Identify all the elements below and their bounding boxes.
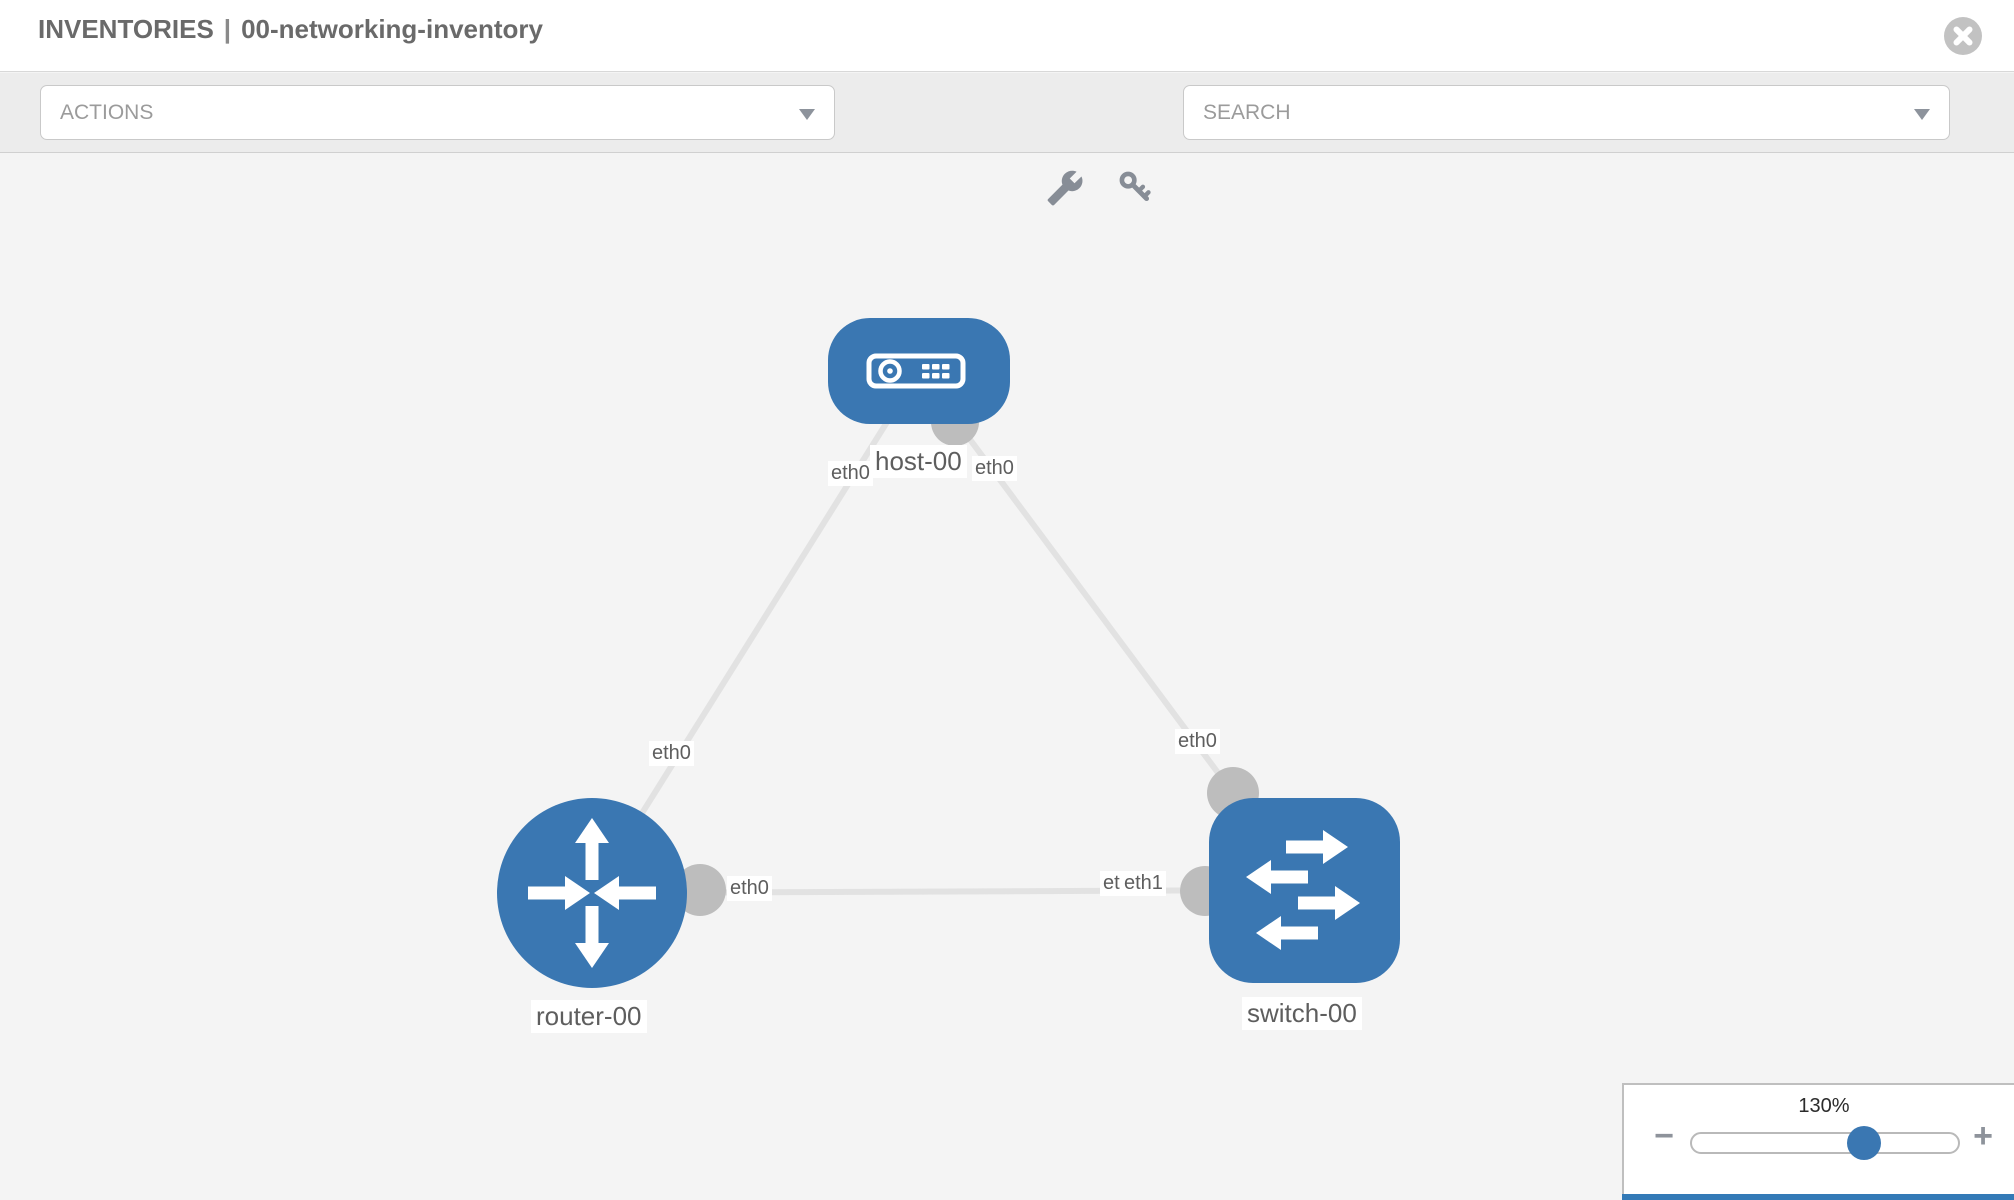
link-host-switch[interactable] [916, 369, 1236, 795]
if-label-router-link-eth0: eth0 [649, 741, 694, 766]
breadcrumb: INVENTORIES [38, 14, 214, 44]
topology-canvas[interactable]: eth0 eth0 eth0 eth0 eth0 eth0 eth1 host-… [0, 153, 2014, 1200]
inventory-name: 00-networking-inventory [241, 14, 543, 44]
chevron-down-icon [1914, 109, 1930, 120]
plus-icon: + [1973, 1117, 1993, 1155]
if-label-switch-eth1: eth1 [1121, 871, 1166, 896]
panel-footer-strip [1622, 1194, 2014, 1200]
search-dropdown-label: SEARCH [1203, 101, 1291, 124]
actions-dropdown-label: ACTIONS [60, 101, 154, 124]
zoom-in-button[interactable]: + [1970, 1119, 1996, 1153]
chevron-down-icon [799, 109, 815, 120]
tools-button[interactable] [1046, 169, 1084, 207]
node-label-host-00[interactable]: host-00 [870, 445, 967, 478]
title-separator: | [223, 14, 232, 44]
toolbar: ACTIONS SEARCH [0, 73, 2014, 206]
link-host-router[interactable] [589, 369, 922, 895]
x-circle-icon [1944, 17, 1982, 55]
search-dropdown[interactable]: SEARCH [1183, 85, 1950, 140]
zoom-slider-thumb[interactable] [1847, 1126, 1881, 1160]
panel-header: INVENTORIES | 00-networking-inventory [0, 0, 2014, 72]
node-label-switch-00[interactable]: switch-00 [1242, 997, 1362, 1030]
zoom-slider[interactable] [1690, 1126, 1960, 1160]
node-label-router-00[interactable]: router-00 [531, 1000, 647, 1033]
if-label-switch-top-eth0: eth0 [1175, 729, 1220, 754]
actions-dropdown[interactable]: ACTIONS [40, 85, 835, 140]
wrench-icon [1047, 170, 1083, 206]
zoom-level-label: 130% [1798, 1095, 1850, 1117]
page-title: INVENTORIES | 00-networking-inventory [38, 14, 543, 45]
node-host-00[interactable] [828, 318, 1010, 424]
zoom-out-button[interactable]: − [1651, 1119, 1677, 1153]
zoom-panel: 130% − + [1622, 1083, 2014, 1200]
node-router-00[interactable] [497, 798, 687, 988]
if-label-host-eth0-right: eth0 [972, 456, 1017, 481]
if-label-host-eth0-left: eth0 [828, 461, 873, 486]
key-legend-button[interactable] [1117, 169, 1155, 207]
server-icon [866, 353, 966, 389]
key-icon [1119, 171, 1151, 202]
if-label-router-eth0: eth0 [727, 876, 772, 901]
connector-router-right [674, 864, 726, 916]
minus-icon: − [1654, 1117, 1674, 1155]
node-switch-00[interactable] [1209, 798, 1400, 983]
close-button[interactable] [1943, 16, 1983, 56]
